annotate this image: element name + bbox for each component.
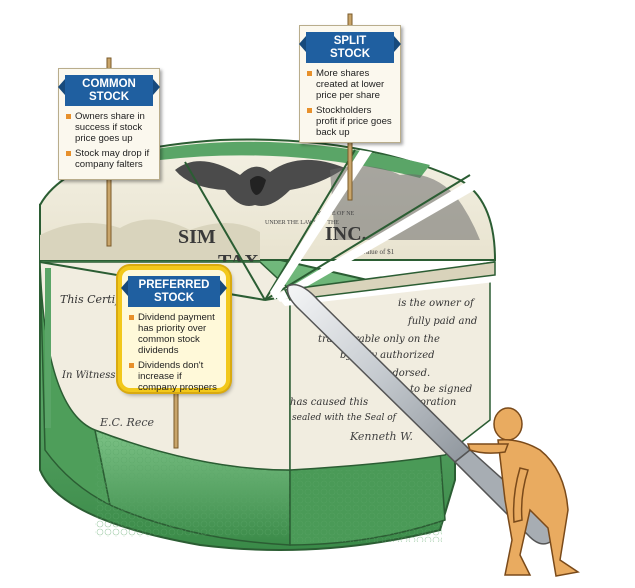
split-stock-sign: SPLIT STOCK More shares created at lower… <box>299 25 401 143</box>
certificate-script-11: sealed with the Seal of <box>292 413 398 423</box>
certificate-script-5: endorsed. <box>380 368 430 379</box>
certificate-company-text-1: SIM <box>178 226 216 248</box>
certificate-script-9: This Certifies <box>60 293 135 306</box>
preferred-stock-title: PREFERRED STOCK <box>121 276 227 307</box>
common-stock-sign: COMMON STOCK Owners share in success if … <box>58 68 160 180</box>
certificate-laws-text: UNDER THE LAWS OF THE <box>265 220 339 226</box>
certificate-script-4: by duly authorized <box>340 350 435 361</box>
common-stock-bullets: Owners share in success if stock price g… <box>66 111 152 170</box>
preferred-stock-sign: PREFERRED STOCK Dividend payment has pri… <box>118 266 230 393</box>
bullet-item: Dividends don't increase if company pros… <box>129 360 219 393</box>
certificate-par-text: or value of $1 <box>355 248 395 256</box>
bullet-item: Stockholders profit if price goes back u… <box>307 105 393 138</box>
bullet-item: Owners share in success if stock price g… <box>66 111 152 144</box>
raised-slice <box>283 261 496 301</box>
certificate-script-6: to be signed <box>410 384 472 395</box>
cutting-figure <box>466 407 580 577</box>
certificate-script-3: transferable only on the <box>318 334 440 345</box>
certificate-signature-1: E.C. Rece <box>99 416 154 429</box>
certificate-script-7: Corporation <box>395 397 456 408</box>
bullet-item: Dividend payment has priority over commo… <box>129 312 219 356</box>
certificate-script-1: is the owner of <box>398 298 476 309</box>
bullet-item: More shares created at lower price per s… <box>307 68 393 101</box>
certificate-state-text: STATE OF NE <box>318 211 355 217</box>
split-stock-bullets: More shares created at lower price per s… <box>307 68 393 138</box>
certificate-script-10: has caused this <box>290 397 368 408</box>
bullet-item: Stock may drop if company falters <box>66 148 152 170</box>
common-stock-title: COMMON STOCK <box>58 75 160 106</box>
certificate-script-8: In Witness <box>61 370 116 381</box>
preferred-stock-bullets: Dividend payment has priority over commo… <box>129 312 219 393</box>
certificate-script-2: fully paid and <box>407 316 477 327</box>
certificate-signature-2: Kenneth W. <box>349 430 413 443</box>
certificate-company-text-2: INC. <box>325 223 367 245</box>
split-stock-title: SPLIT STOCK <box>299 32 401 63</box>
